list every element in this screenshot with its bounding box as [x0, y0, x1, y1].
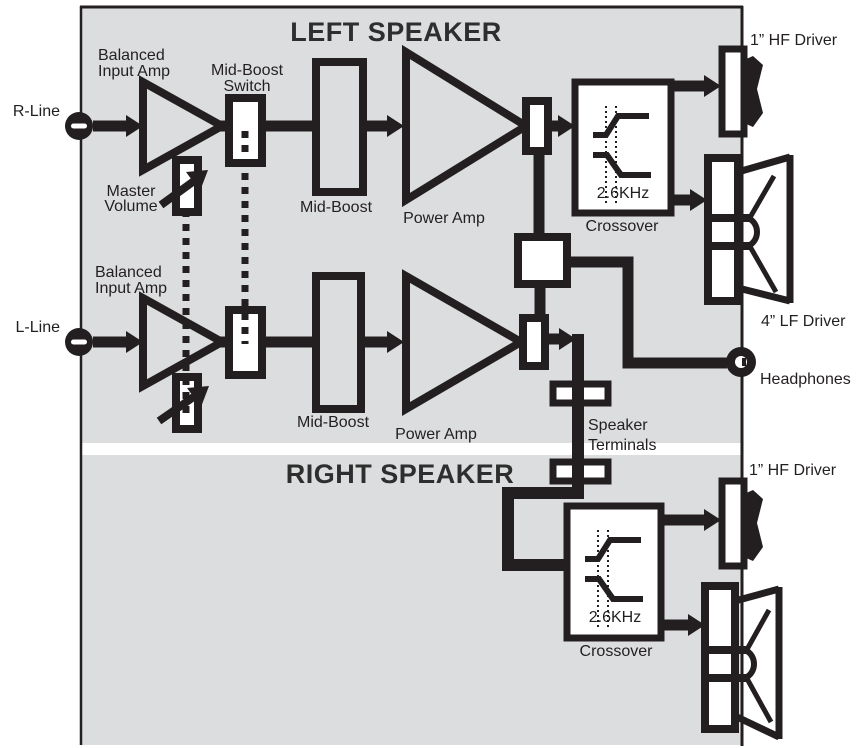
- mid-boost-switch: [225, 94, 266, 167]
- speaker-terminals-label-line2: Terminals: [588, 437, 656, 454]
- pot-arrowhead: [187, 386, 209, 407]
- pot-arrow-shaft: [156, 392, 198, 425]
- woofer-lead: [742, 608, 772, 655]
- tweeter-driver-icon: [718, 477, 748, 570]
- arrowhead-icon: [126, 331, 143, 353]
- woofer-cone-bottom: [733, 712, 781, 741]
- right-speaker-title: RIGHT SPEAKER: [286, 459, 515, 489]
- r-line-jack-icon: [65, 112, 93, 140]
- lowpass-response-curve-icon: [585, 576, 643, 602]
- master-volume-label-line2: Volume: [104, 198, 157, 215]
- headphone-junction-box: [514, 233, 571, 288]
- right-lf-driver: [661, 582, 783, 741]
- headphone-jack-icon: [726, 347, 756, 377]
- arrowhead-icon: [704, 509, 721, 531]
- balanced-input-amp-label-line2: Input Amp: [95, 280, 167, 297]
- left-hf-driver: 1” HF Driver: [671, 32, 838, 138]
- arrowhead-icon: [690, 189, 707, 211]
- mid-boost-switch-label-line1: Mid-Boost: [211, 62, 284, 79]
- mid-boost-label: Mid-Boost: [300, 199, 373, 216]
- power-amp-triangle-icon: [402, 269, 529, 416]
- crossover-box: [563, 502, 665, 642]
- arrowhead-icon: [688, 614, 705, 636]
- crossover-label: Crossover: [586, 218, 660, 235]
- woofer-magnet: [701, 582, 739, 733]
- speaker-terminals-label-line1: Speaker: [588, 417, 648, 434]
- pot-arrow-shaft: [158, 177, 197, 209]
- woofer-cone-top: [734, 585, 780, 605]
- hf-driver-label: 1” HF Driver: [750, 32, 838, 49]
- headphone-feed: Headphones: [514, 147, 851, 388]
- balanced-input-amp-triangle-icon: [139, 75, 231, 177]
- headphones-label: Headphones: [760, 371, 851, 388]
- hf-driver-label: 1” HF Driver: [749, 462, 837, 479]
- l-line-jack-icon: [65, 328, 93, 356]
- speaker-terminal-run: Speaker Terminals: [502, 334, 656, 571]
- balanced-input-amp-label-line1: Balanced: [98, 47, 165, 64]
- left-speaker-title: LEFT SPEAKER: [290, 17, 502, 47]
- woofer-coil-curve: [743, 647, 757, 681]
- output-splitter: [522, 97, 552, 155]
- wire-junction-to-headphones: [567, 256, 727, 369]
- left-crossover: 2.6KHz Crossover: [571, 78, 675, 235]
- arrowhead-icon: [704, 75, 721, 97]
- crossover-frequency-label: 2.6KHz: [597, 185, 649, 202]
- woofer-coil-curve: [746, 215, 760, 249]
- woofer-cone-top: [737, 153, 791, 176]
- woofer-lead: [742, 673, 774, 724]
- balanced-input-amp-label-line2: Input Amp: [98, 63, 170, 80]
- jack-slot: [71, 339, 87, 345]
- wire-to-right-speaker: [502, 334, 584, 571]
- power-amp-label: Power Amp: [395, 426, 477, 443]
- crossover-frequency-label: 2.6KHz: [589, 609, 641, 626]
- arrowhead-icon: [387, 115, 404, 137]
- woofer-cone-bottom: [737, 284, 791, 305]
- jack-tip: [742, 358, 746, 366]
- woofer-driver-icon: [701, 582, 783, 741]
- arrowhead-icon: [559, 328, 576, 350]
- lowpass-response-curve-icon: [593, 152, 651, 178]
- master-volume-label-line1: Master: [107, 183, 157, 200]
- highpass-response-curve-icon: [585, 537, 641, 562]
- arrowhead-icon: [558, 115, 575, 137]
- woofer-driver-icon: [704, 153, 794, 305]
- power-amp-triangle-icon: [402, 44, 534, 208]
- pot-arrowhead: [186, 170, 208, 191]
- woofer-lead: [745, 241, 779, 294]
- left-lf-driver: 4” LF Driver: [671, 153, 846, 330]
- mid-boost-switch-label-line2: Switch: [223, 78, 270, 95]
- l-line-label: L-Line: [16, 319, 61, 336]
- jack-slot: [71, 123, 87, 129]
- volume-pot-arrow-icon: [156, 386, 209, 425]
- woofer-magnet: [704, 154, 742, 305]
- channel-1-signal-path: R-Line Balanced Input Amp Master Volume …: [13, 44, 575, 227]
- master-volume-pot-arrow-icon: [158, 170, 208, 209]
- tweeter-horn-icon: [744, 56, 763, 127]
- lf-driver-label: 4” LF Driver: [761, 313, 846, 330]
- right-hf-driver: 1” HF Driver: [661, 462, 837, 570]
- tweeter-driver-icon: [718, 45, 748, 138]
- output-splitter: [519, 314, 549, 370]
- right-crossover: 2.6KHz Crossover: [563, 502, 665, 660]
- crossover-box: [571, 78, 675, 217]
- crossover-label: Crossover: [580, 643, 654, 660]
- highpass-response-curve-icon: [593, 113, 649, 138]
- arrowhead-icon: [387, 331, 404, 353]
- arrowhead-icon: [126, 115, 143, 137]
- mid-boost-label: Mid-Boost: [297, 414, 370, 431]
- power-amp-label: Power Amp: [403, 210, 485, 227]
- r-line-label: R-Line: [13, 103, 60, 120]
- balanced-input-amp-label-line1: Balanced: [95, 264, 162, 281]
- woofer-lead: [745, 174, 777, 223]
- tweeter-horn-icon: [744, 490, 763, 561]
